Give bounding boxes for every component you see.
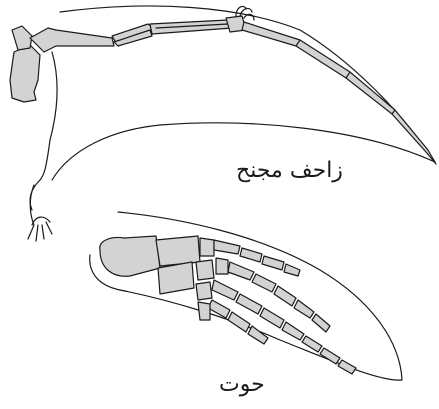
whale-ulna (158, 262, 194, 294)
pterosaur-wing-membrane (52, 6, 435, 180)
pterosaur-humerus (30, 28, 114, 52)
pterosaur-label: زاحف مجنح (236, 158, 343, 183)
pterosaur-forearm (150, 20, 232, 34)
pterosaur-scapula (12, 26, 32, 50)
pterosaur-shoulder-girdle (10, 45, 40, 102)
whale-digit-5 (198, 302, 210, 320)
whale-carpal-1 (200, 238, 214, 256)
whale-label: حوت (219, 372, 265, 397)
pterosaur-wing (10, 6, 436, 241)
whale-flipper (90, 212, 402, 380)
whale-carpal-2 (196, 260, 214, 280)
pterosaur-hindlimb (28, 185, 52, 241)
pterosaur-wing-finger (242, 22, 436, 164)
whale-carpal-4 (216, 258, 228, 274)
whale-radius (156, 236, 200, 266)
whale-humerus (100, 236, 160, 276)
whale-carpal-3 (196, 282, 212, 300)
